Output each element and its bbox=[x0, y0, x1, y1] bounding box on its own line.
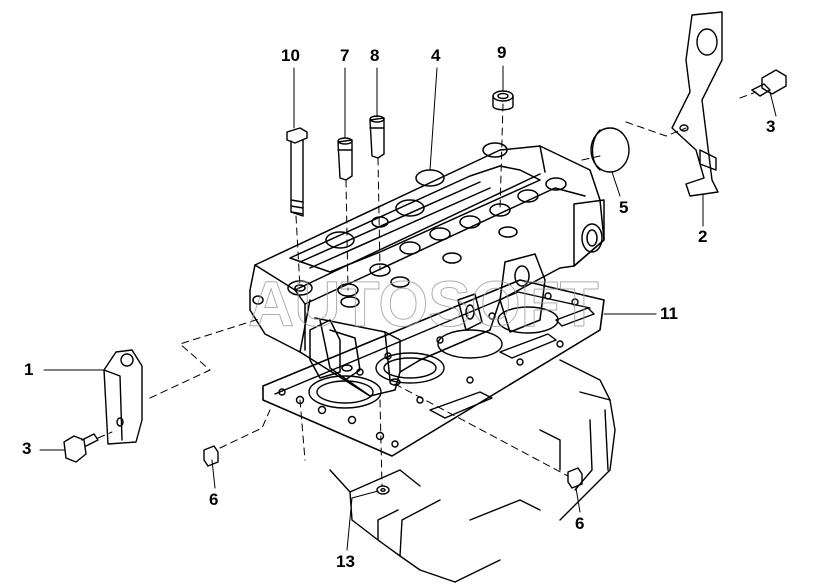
callout-8: 8 bbox=[370, 46, 380, 65]
callout-3-left: 3 bbox=[22, 439, 32, 458]
callout-2: 2 bbox=[698, 227, 708, 246]
lifting-bracket-right bbox=[671, 11, 723, 197]
callout-10: 10 bbox=[281, 46, 300, 65]
callout-9: 9 bbox=[497, 43, 507, 62]
bracket-bolt-left bbox=[63, 433, 99, 463]
callout-1: 1 bbox=[24, 360, 34, 379]
bracket-bolt-right bbox=[751, 69, 787, 97]
watermark: AUTOSOFT bbox=[248, 268, 599, 340]
valve-guide-8 bbox=[369, 115, 385, 159]
callout-5: 5 bbox=[619, 198, 629, 217]
cylinder-head bbox=[249, 142, 605, 397]
callout-11: 11 bbox=[660, 304, 678, 323]
head-bolt bbox=[286, 127, 308, 217]
valve-guide-7 bbox=[337, 137, 353, 181]
engine-block bbox=[329, 359, 616, 583]
callout-13: 13 bbox=[336, 552, 355, 571]
dowel-pin-right bbox=[567, 467, 583, 489]
lifting-bracket-left bbox=[103, 349, 143, 445]
head-gasket bbox=[262, 279, 605, 457]
callout-3-right: 3 bbox=[766, 117, 776, 136]
callout-6-right: 6 bbox=[575, 514, 585, 533]
washer bbox=[376, 485, 390, 495]
callout-7: 7 bbox=[340, 46, 350, 65]
leader-lines bbox=[39, 65, 777, 551]
dowel-pin-left bbox=[203, 445, 219, 467]
callout-4: 4 bbox=[431, 46, 441, 65]
callout-6-left: 6 bbox=[209, 490, 219, 509]
expansion-plug bbox=[590, 127, 630, 173]
alignment-lines bbox=[97, 91, 757, 487]
